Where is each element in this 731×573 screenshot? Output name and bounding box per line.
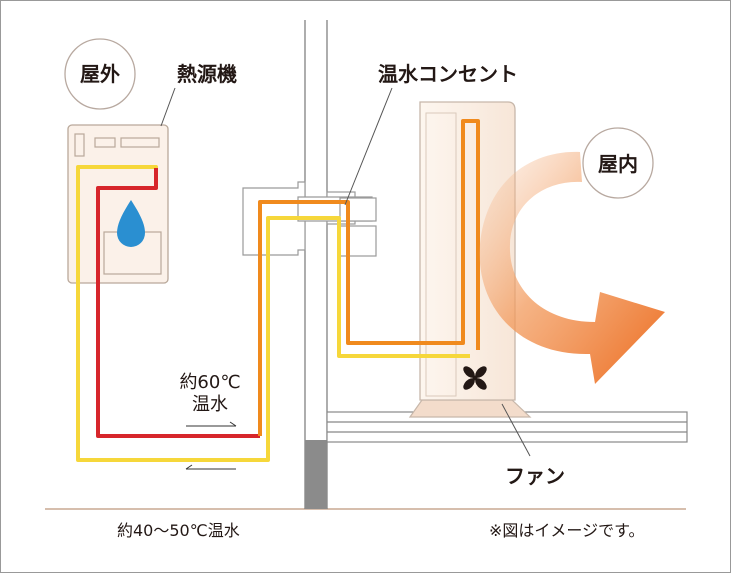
hot-water-label: 温水 bbox=[192, 394, 228, 415]
heat-source-unit bbox=[67, 124, 169, 284]
heat-source-label: 熱源機 bbox=[177, 62, 237, 86]
supply-pipe-warm bbox=[258, 119, 480, 436]
flow-arrows bbox=[185, 421, 237, 470]
outside-circle bbox=[64, 38, 136, 110]
leader-fan bbox=[501, 403, 531, 457]
hot-temp-label: 約60℃ bbox=[179, 372, 240, 393]
leader-outlet bbox=[344, 87, 393, 206]
return-temp-label: 約40〜50℃温水 bbox=[117, 521, 240, 540]
note-label: ※図はイメージです。 bbox=[489, 521, 645, 540]
wall bbox=[304, 20, 328, 509]
fan-icon bbox=[463, 366, 487, 390]
fan-label: ファン bbox=[505, 464, 565, 488]
outside-label: 屋外 bbox=[80, 62, 120, 86]
water-drop-icon bbox=[117, 200, 145, 247]
inside-circle bbox=[582, 127, 654, 199]
outlet-label: 温水コンセント bbox=[378, 62, 518, 86]
leader-lines bbox=[160, 87, 531, 457]
hot-water-outlet bbox=[339, 197, 377, 257]
inside-label: 屋内 bbox=[598, 152, 638, 176]
curved-arrow-icon bbox=[479, 151, 665, 384]
return-pipe bbox=[76, 165, 470, 462]
pipes bbox=[76, 119, 480, 462]
indoor-unit bbox=[408, 101, 532, 418]
wall-foundation bbox=[305, 440, 327, 509]
supply-pipe bbox=[96, 168, 260, 438]
leader-heat-source bbox=[160, 87, 176, 127]
